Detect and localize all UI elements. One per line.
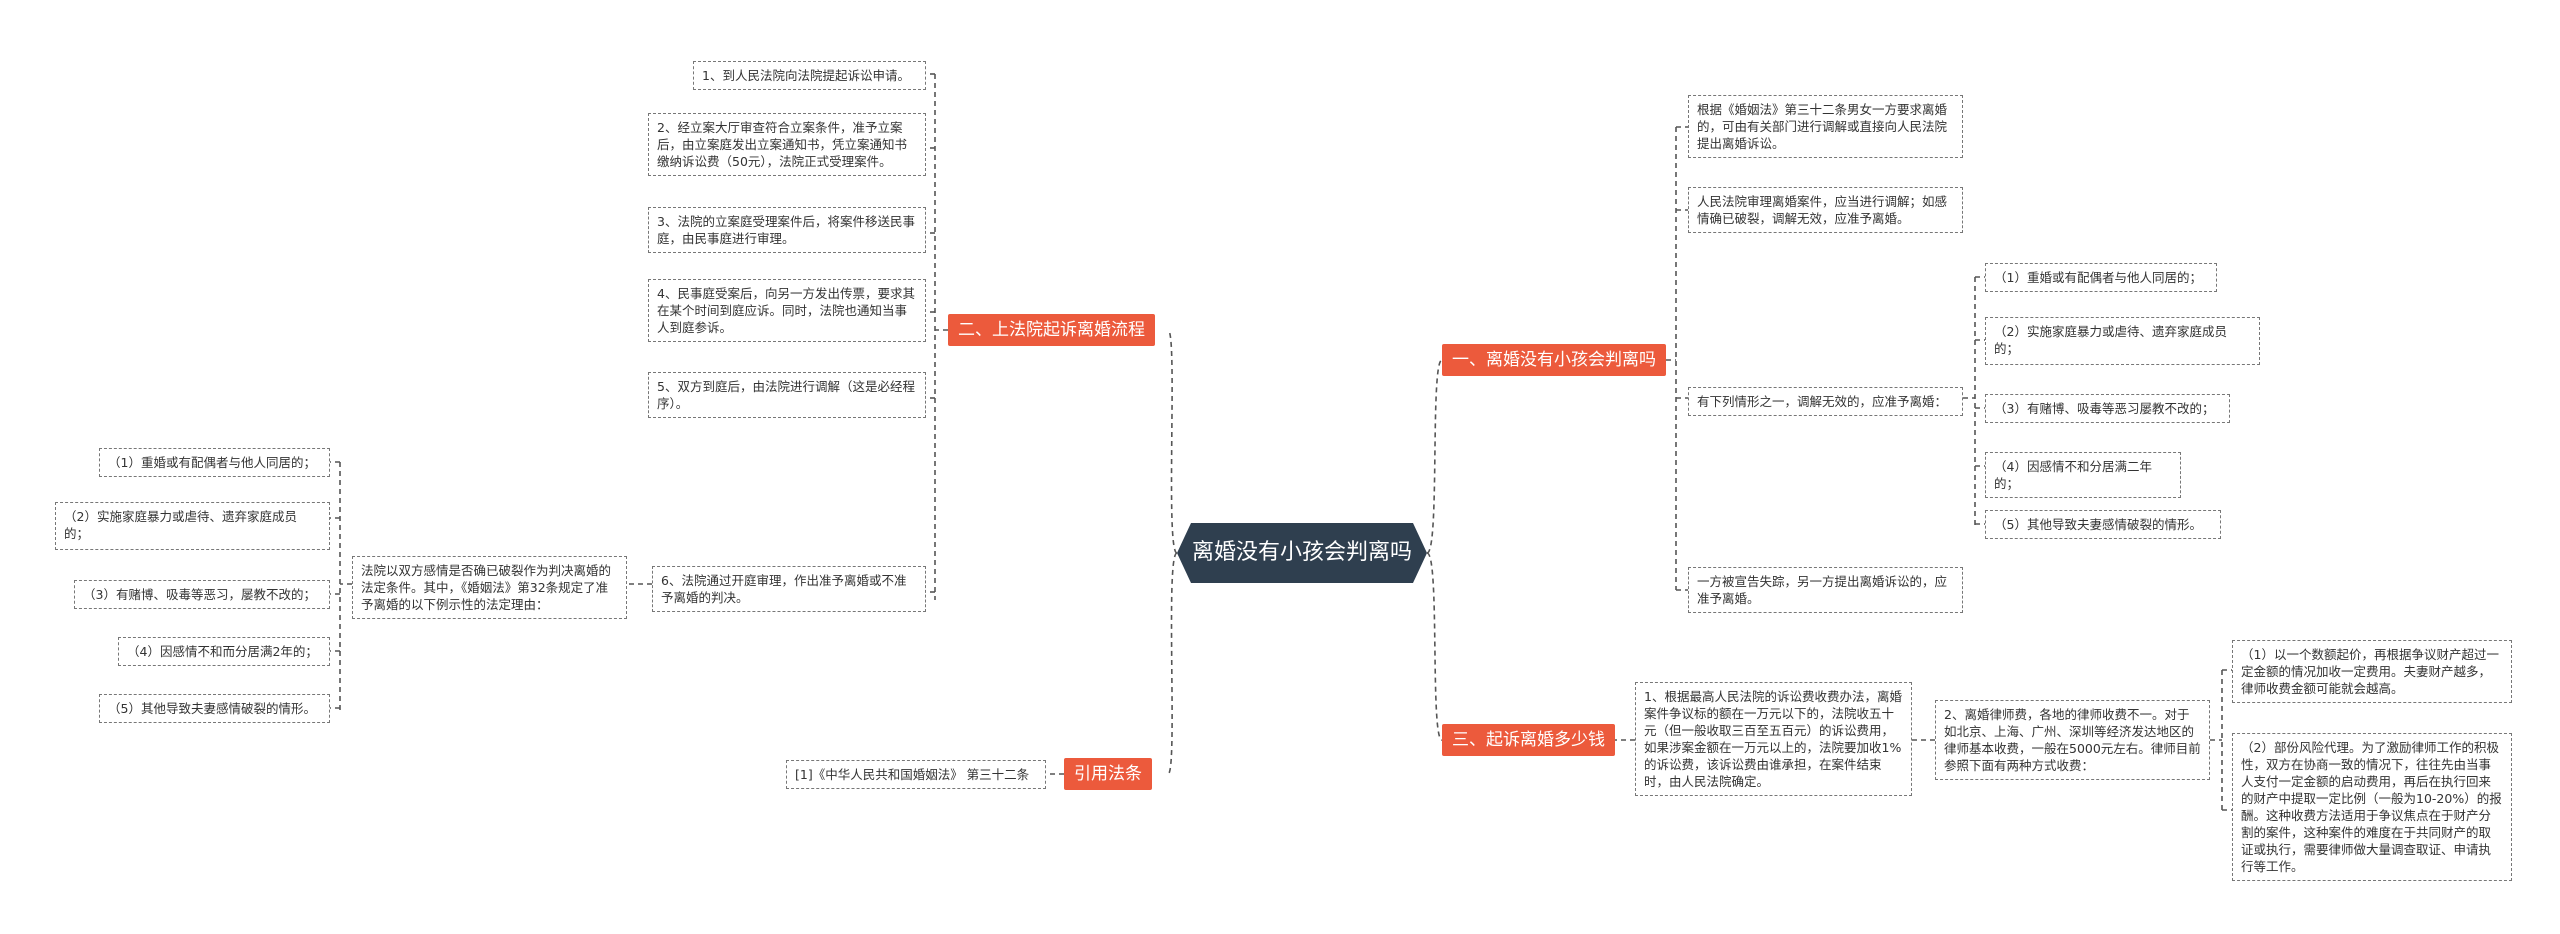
court-mediation-node[interactable]: 人民法院审理离婚案件，应当进行调解；如感情确已破裂，调解无效，应准予离婚。 xyxy=(1688,187,1963,233)
left-reason-4-node[interactable]: （4）因感情不和而分居满2年的； xyxy=(118,637,330,666)
left-reason-3-text: （3）有赌博、吸毒等恶习，屡教不改的； xyxy=(83,587,316,602)
missing-spouse-text: 一方被宣告失踪，另一方提出离婚诉讼的，应准予离婚。 xyxy=(1697,574,1948,606)
topic-cited-law[interactable]: 引用法条 xyxy=(1064,758,1152,790)
step-1-text: 1、到人民法院向法院提起诉讼申请。 xyxy=(702,68,910,83)
step-2-text: 2、经立案大厅审查符合立案条件，准予立案后，由立案庭发出立案通知书，凭立案通知书… xyxy=(657,120,908,169)
lawyer-mode-2-text: （2）部份风险代理。为了激励律师工作的积极性，双方在协商一致的情况下，往往先由当… xyxy=(2241,740,2502,874)
mediation-item-text: 根据《婚姻法》第三十二条男女一方要求离婚的，可由有关部门进行调解或直接向人民法院… xyxy=(1697,102,1948,151)
right-reason-2-node[interactable]: （2）实施家庭暴力或虐待、遗弃家庭成员的； xyxy=(1985,317,2260,365)
topic-divorce-cost[interactable]: 三、起诉离婚多少钱 xyxy=(1442,724,1615,756)
step-5-text: 5、双方到庭后，由法院进行调解（这是必经程序）。 xyxy=(657,379,915,411)
law-basis-node[interactable]: 法院以双方感情是否确已破裂作为判决离婚的法定条件。其中，《婚姻法》第32条规定了… xyxy=(352,556,627,619)
right-reason-5-text: （5）其他导致夫妻感情破裂的情形。 xyxy=(1994,517,2202,532)
grounds-list-node[interactable]: 有下列情形之一，调解无效的，应准予离婚： xyxy=(1688,387,1963,416)
cited-law-text: [1]《中华人民共和国婚姻法》 第三十二条 xyxy=(795,767,1030,782)
court-mediation-text: 人民法院审理离婚案件，应当进行调解；如感情确已破裂，调解无效，应准予离婚。 xyxy=(1697,194,1948,226)
step-2-node[interactable]: 2、经立案大厅审查符合立案条件，准予立案后，由立案庭发出立案通知书，凭立案通知书… xyxy=(648,113,926,176)
lawyer-mode-2-node[interactable]: （2）部份风险代理。为了激励律师工作的积极性，双方在协商一致的情况下，往往先由当… xyxy=(2232,733,2512,881)
court-fee-node[interactable]: 1、根据最高人民法院的诉讼费收费办法，离婚案件争议标的额在一万元以下的，法院收五… xyxy=(1635,682,1912,796)
mediation-item-node[interactable]: 根据《婚姻法》第三十二条男女一方要求离婚的，可由有关部门进行调解或直接向人民法院… xyxy=(1688,95,1963,158)
left-reason-1-node[interactable]: （1）重婚或有配偶者与他人同居的； xyxy=(99,448,330,477)
step-1-node[interactable]: 1、到人民法院向法院提起诉讼申请。 xyxy=(693,61,926,90)
step-6-node[interactable]: 6、法院通过开庭审理，作出准予离婚或不准予离婚的判决。 xyxy=(652,566,926,612)
step-3-text: 3、法院的立案庭受理案件后，将案件移送民事庭，由民事庭进行审理。 xyxy=(657,214,915,246)
lawyer-mode-1-node[interactable]: （1）以一个数额起价，再根据争议财产超过一定金额的情况加收一定费用。夫妻财产越多… xyxy=(2232,640,2512,703)
topic-divorce-without-child[interactable]: 一、离婚没有小孩会判离吗 xyxy=(1442,344,1666,376)
left-reason-5-text: （5）其他导致夫妻感情破裂的情形。 xyxy=(108,701,316,716)
right-reason-4-node[interactable]: （4）因感情不和分居满二年的； xyxy=(1985,452,2181,498)
step-6-text: 6、法院通过开庭审理，作出准予离婚或不准予离婚的判决。 xyxy=(661,573,907,605)
step-4-text: 4、民事庭受案后，向另一方发出传票，要求其在某个时间到庭应诉。同时，法院也通知当… xyxy=(657,286,915,335)
step-4-node[interactable]: 4、民事庭受案后，向另一方发出传票，要求其在某个时间到庭应诉。同时，法院也通知当… xyxy=(648,279,926,342)
right-reason-3-text: （3）有赌博、吸毒等恶习屡教不改的； xyxy=(1994,401,2215,416)
step-5-node[interactable]: 5、双方到庭后，由法院进行调解（这是必经程序）。 xyxy=(648,372,926,418)
grounds-list-text: 有下列情形之一，调解无效的，应准予离婚： xyxy=(1697,394,1948,409)
topic-court-procedure[interactable]: 二、上法院起诉离婚流程 xyxy=(948,314,1155,346)
lawyer-fee-text: 2、离婚律师费，各地的律师收费不一。对于如北京、上海、广州、深圳等经济发达地区的… xyxy=(1944,707,2201,773)
root-topic-label: 离婚没有小孩会判离吗 xyxy=(1191,540,1412,565)
topic-cited-law-label: 引用法条 xyxy=(1074,764,1142,784)
right-reason-1-node[interactable]: （1）重婚或有配偶者与他人同居的； xyxy=(1985,263,2217,292)
lawyer-mode-1-text: （1）以一个数额起价，再根据争议财产超过一定金额的情况加收一定费用。夫妻财产越多… xyxy=(2241,647,2499,696)
step-3-node[interactable]: 3、法院的立案庭受理案件后，将案件移送民事庭，由民事庭进行审理。 xyxy=(648,207,926,253)
left-reason-4-text: （4）因感情不和而分居满2年的； xyxy=(127,644,318,659)
left-reason-1-text: （1）重婚或有配偶者与他人同居的； xyxy=(108,455,316,470)
missing-spouse-node[interactable]: 一方被宣告失踪，另一方提出离婚诉讼的，应准予离婚。 xyxy=(1688,567,1963,613)
topic-divorce-cost-label: 三、起诉离婚多少钱 xyxy=(1452,730,1605,750)
left-reason-2-node[interactable]: （2）实施家庭暴力或虐待、遗弃家庭成员的； xyxy=(55,502,330,550)
left-reason-3-node[interactable]: （3）有赌博、吸毒等恶习，屡教不改的； xyxy=(74,580,330,609)
right-reason-5-node[interactable]: （5）其他导致夫妻感情破裂的情形。 xyxy=(1985,510,2221,539)
topic-court-procedure-label: 二、上法院起诉离婚流程 xyxy=(958,320,1145,340)
left-reason-2-text: （2）实施家庭暴力或虐待、遗弃家庭成员的； xyxy=(64,509,297,541)
right-reason-3-node[interactable]: （3）有赌博、吸毒等恶习屡教不改的； xyxy=(1985,394,2230,423)
right-reason-1-text: （1）重婚或有配偶者与他人同居的； xyxy=(1994,270,2202,285)
lawyer-fee-node[interactable]: 2、离婚律师费，各地的律师收费不一。对于如北京、上海、广州、深圳等经济发达地区的… xyxy=(1935,700,2210,780)
left-reason-5-node[interactable]: （5）其他导致夫妻感情破裂的情形。 xyxy=(99,694,330,723)
right-reason-4-text: （4）因感情不和分居满二年的； xyxy=(1994,459,2152,491)
court-fee-text: 1、根据最高人民法院的诉讼费收费办法，离婚案件争议标的额在一万元以下的，法院收五… xyxy=(1644,689,1902,789)
topic-divorce-without-child-label: 一、离婚没有小孩会判离吗 xyxy=(1452,350,1656,370)
right-reason-2-text: （2）实施家庭暴力或虐待、遗弃家庭成员的； xyxy=(1994,324,2227,356)
root-topic[interactable]: 离婚没有小孩会判离吗 xyxy=(1177,523,1427,583)
law-basis-text: 法院以双方感情是否确已破裂作为判决离婚的法定条件。其中，《婚姻法》第32条规定了… xyxy=(361,563,612,612)
cited-law-node[interactable]: [1]《中华人民共和国婚姻法》 第三十二条 xyxy=(786,760,1046,789)
